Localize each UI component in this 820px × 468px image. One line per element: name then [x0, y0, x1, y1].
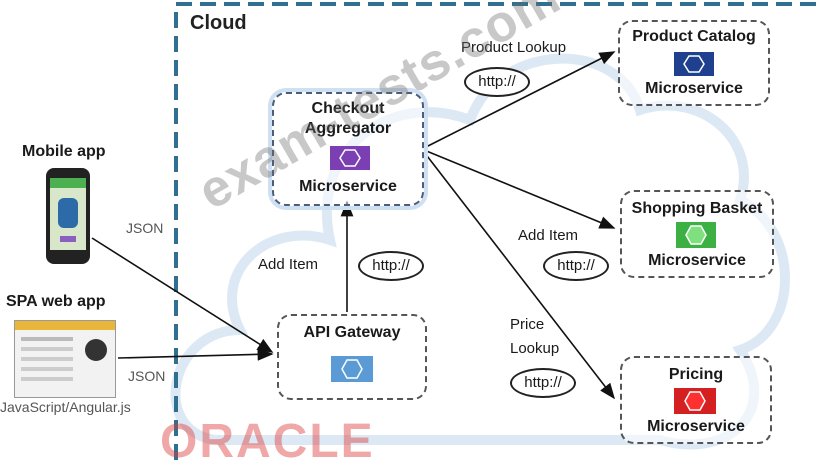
gateway-checkout-protocol: http://	[358, 251, 424, 281]
spa-screenshot-image	[14, 320, 116, 398]
pricing-title: Pricing	[668, 366, 724, 383]
shopping-basket-node: Shopping Basket Microservice	[620, 190, 774, 278]
gateway-service-icon	[331, 356, 373, 382]
pricing-kind: Microservice	[647, 418, 745, 435]
catalog-edge-label: Product Lookup	[461, 39, 567, 56]
spa-app-title: SPA web app	[6, 293, 106, 310]
spa-subtitle: JavaScript/Angular.js	[0, 399, 131, 415]
arrow-checkout-to-basket	[423, 149, 616, 229]
checkout-service-icon	[330, 146, 370, 170]
basket-service-icon	[676, 222, 716, 248]
pricing-edge-label-line2: Lookup	[510, 340, 560, 357]
cloud-outline	[170, 53, 790, 450]
catalog-edge-protocol: http://	[464, 67, 530, 97]
basket-title: Shopping Basket	[631, 200, 763, 217]
catalog-title: Product Catalog	[632, 28, 756, 45]
basket-edge-protocol: http://	[543, 251, 609, 281]
arrow-checkout-to-catalog	[423, 51, 616, 149]
arrow-mobile-to-gateway	[91, 237, 274, 353]
basket-edge-label: Add Item	[518, 227, 579, 244]
product-catalog-node: Product Catalog Microservice	[618, 20, 770, 106]
spa-json-label: JSON	[128, 368, 166, 384]
checkout-kind: Microservice	[299, 178, 397, 195]
basket-kind: Microservice	[648, 252, 746, 269]
oracle-logo-text: ORACLE	[160, 415, 375, 468]
checkout-title-line1: Checkout	[311, 100, 385, 117]
cloud-label: Cloud	[190, 12, 247, 34]
checkout-title-line2: Aggregator	[304, 120, 392, 137]
catalog-kind: Microservice	[645, 80, 743, 97]
pricing-edge-protocol: http://	[510, 368, 576, 398]
checkout-aggregator-node: Checkout Aggregator Microservice	[272, 92, 424, 206]
cloud-boundary	[174, 2, 820, 463]
gateway-checkout-label: Add Item	[258, 256, 319, 273]
arrow-spa-to-gateway	[117, 347, 274, 361]
mobile-json-label: JSON	[126, 220, 164, 236]
api-gateway-node: API Gateway	[277, 314, 427, 400]
pricing-node: Pricing Microservice	[620, 356, 772, 444]
arrow-checkout-to-pricing	[423, 151, 615, 400]
pricing-edge-label-line1: Price	[510, 316, 545, 333]
gateway-title: API Gateway	[303, 324, 401, 341]
catalog-service-icon	[674, 52, 714, 76]
mobile-phone-image	[46, 168, 90, 264]
mobile-app-title: Mobile app	[22, 143, 106, 160]
pricing-service-icon	[674, 388, 716, 414]
